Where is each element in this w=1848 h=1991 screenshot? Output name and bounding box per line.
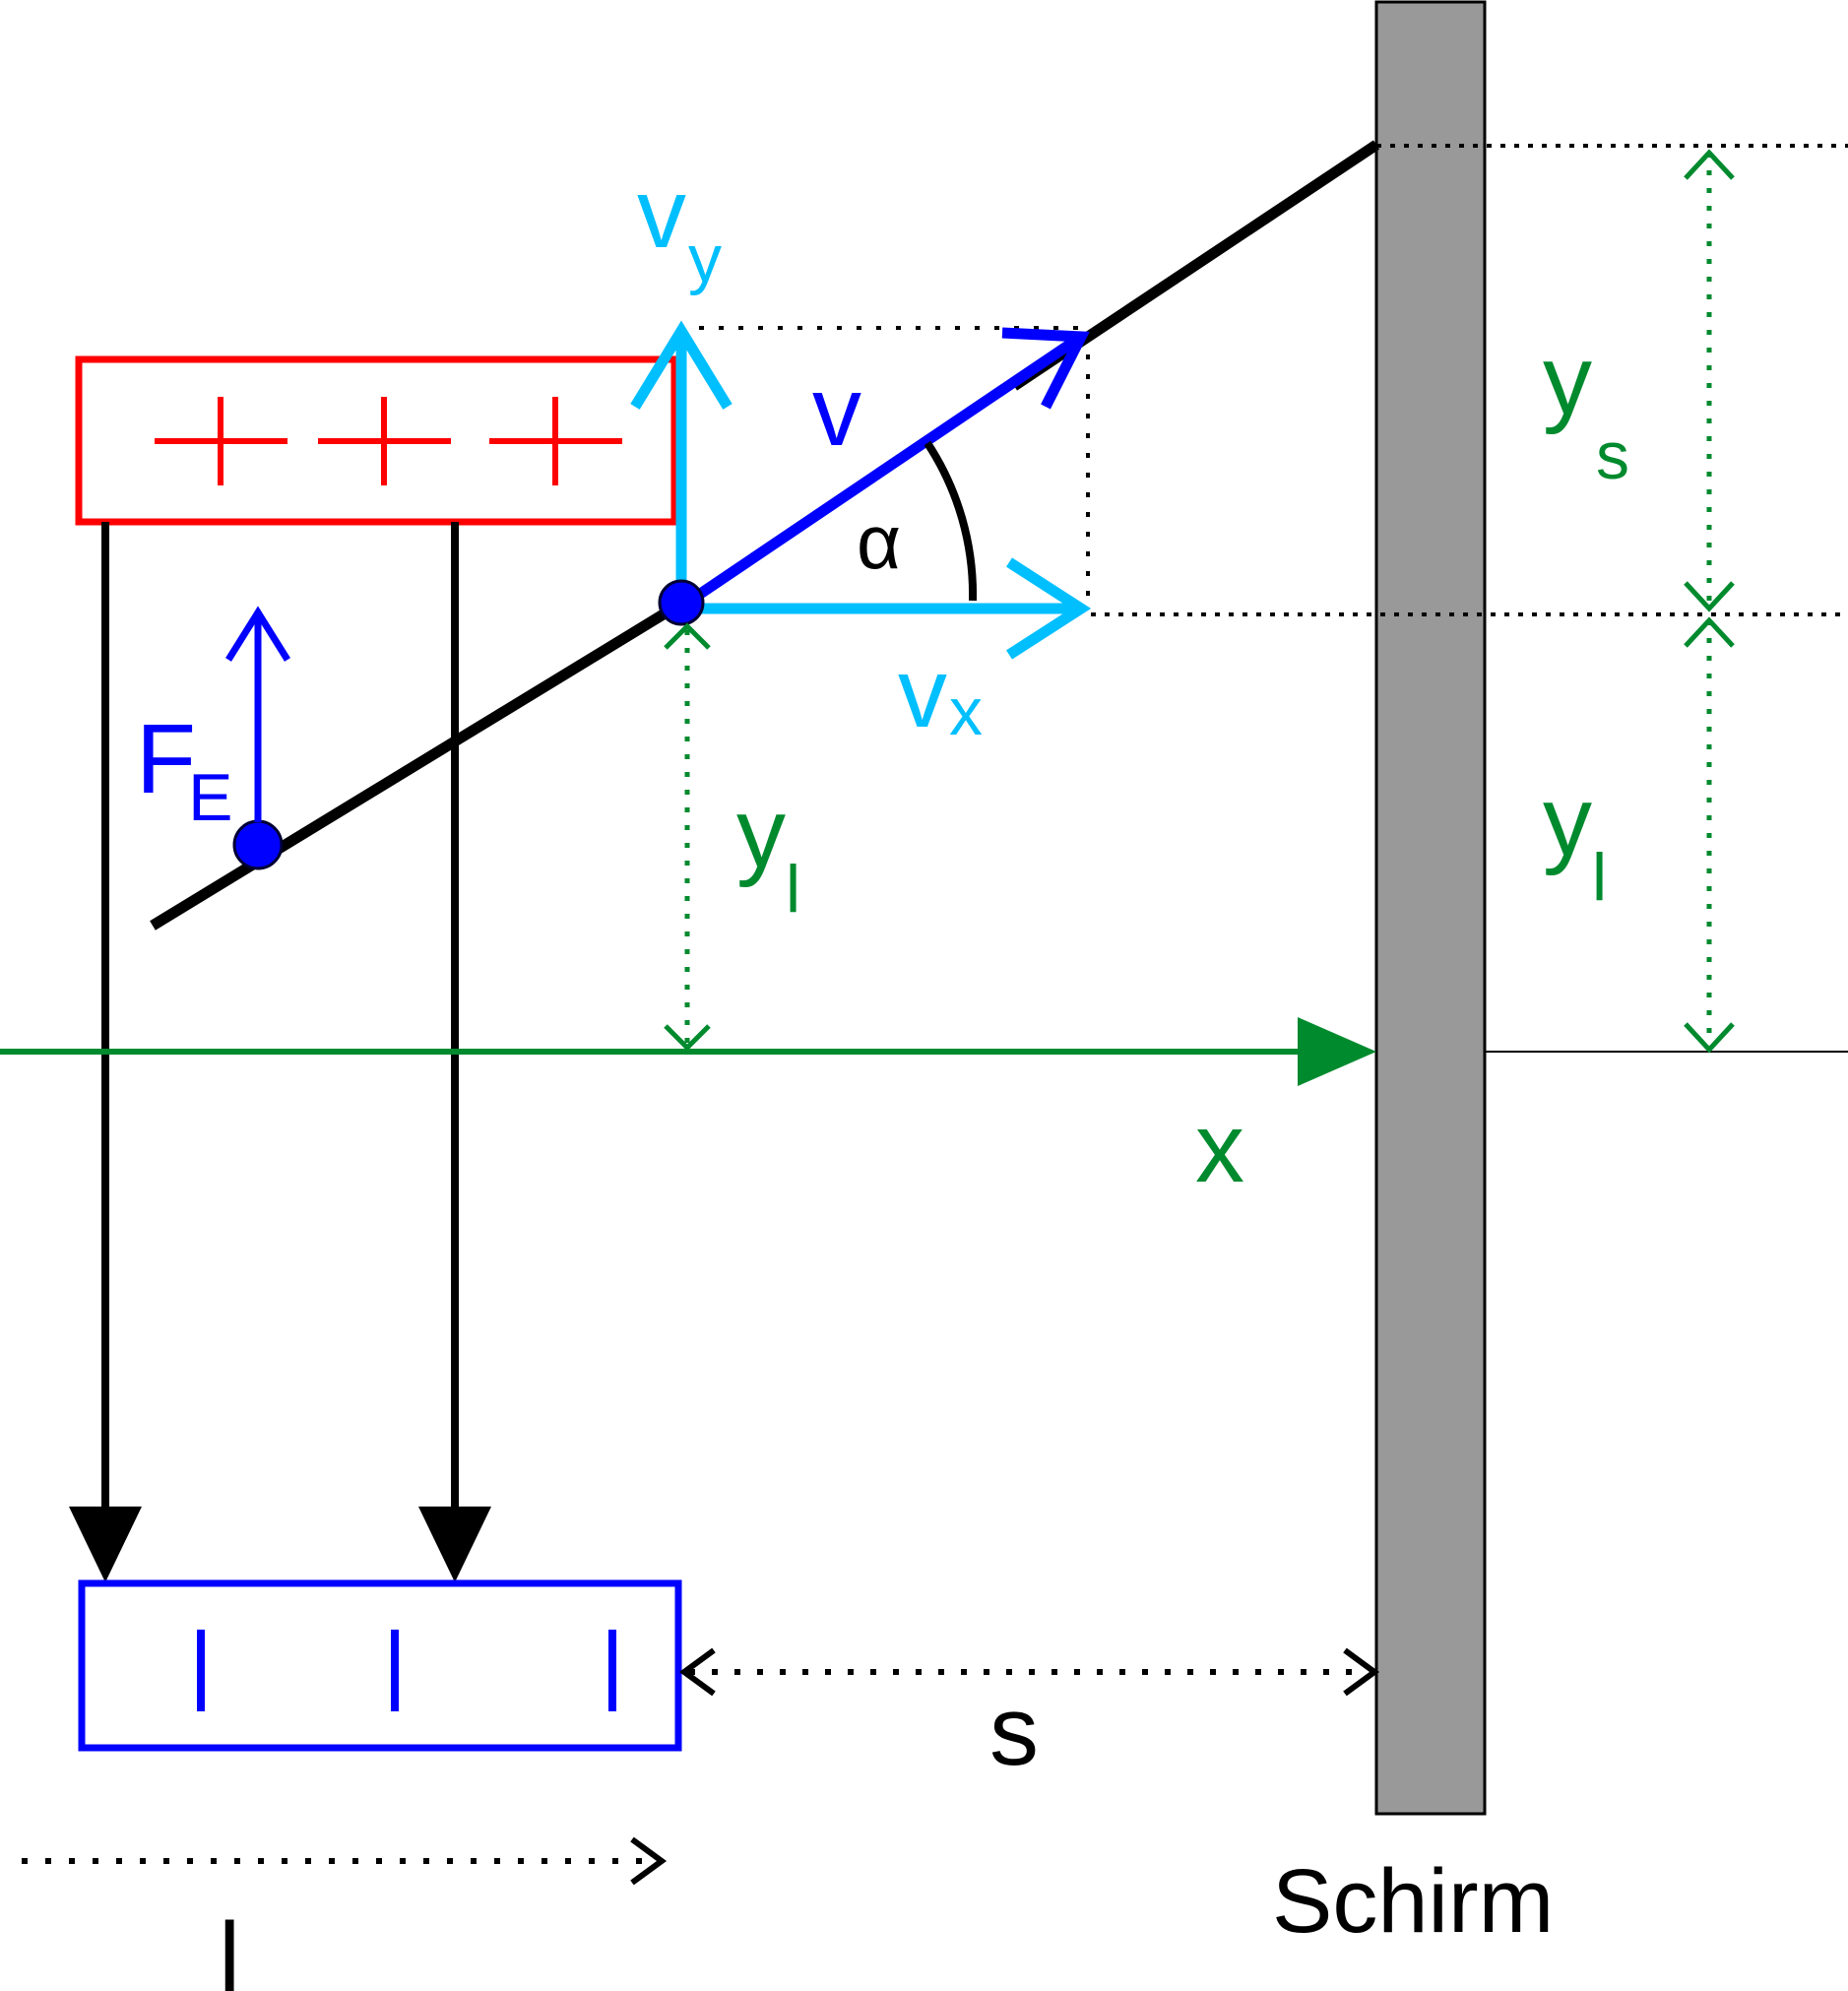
x-axis [0, 1017, 1376, 1086]
length-l-label: l [219, 1902, 240, 1991]
positive-plate [75, 355, 678, 526]
angle-label: α [857, 498, 901, 585]
distance-s-label: s [989, 1676, 1039, 1786]
angle-arc [924, 440, 978, 602]
distance-s-arrow [678, 1647, 1380, 1697]
yl-label-right: yl [1543, 766, 1607, 915]
vy-component [630, 320, 733, 609]
exit-point [658, 579, 705, 626]
yl-dimension-right [1684, 616, 1735, 1054]
vx-component [681, 557, 1092, 660]
positive-plate-symbols [155, 397, 622, 485]
yl-label-left: yl [736, 778, 800, 927]
particle [232, 819, 284, 870]
x-axis-label: x [1195, 1093, 1244, 1203]
vx-label: vx [898, 638, 983, 749]
screen [1374, 0, 1487, 1816]
negative-plate [78, 1579, 682, 1752]
vy-label: vy [637, 159, 722, 296]
force-label: FE [136, 704, 232, 835]
projection-lines [69, 522, 491, 1582]
negative-plate-symbols [197, 1630, 616, 1711]
screen-label: Schirm [1272, 1851, 1554, 1952]
length-l-arrow [22, 1836, 668, 1886]
force-vector [225, 606, 290, 822]
yl-dimension-left [664, 622, 711, 1052]
velocity-label: v [812, 356, 861, 467]
velocity-vector [677, 327, 1090, 611]
ys-label: ys [1543, 325, 1629, 493]
ys-dimension [1684, 149, 1735, 612]
